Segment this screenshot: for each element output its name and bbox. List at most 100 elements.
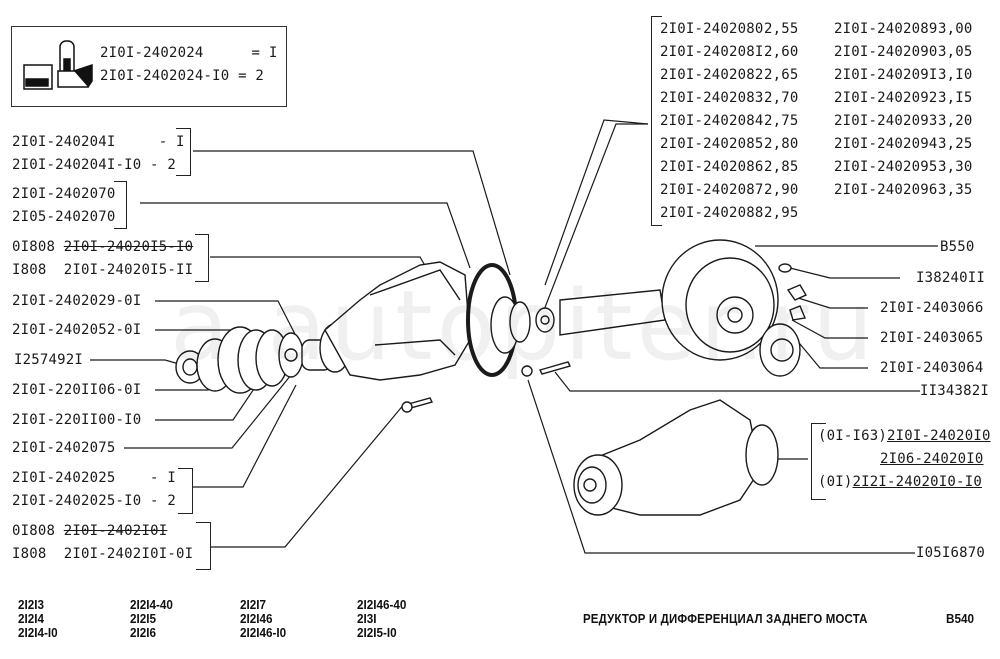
callout-bearing-cup-2[interactable]: 2I05-2402070 [12,209,116,225]
callout-assembly-2[interactable]: 2I06-24020I0 [880,448,984,470]
kit-qty: 2 [255,68,264,84]
assembly-part: 2I0I-24020I0 [887,428,991,444]
callout-housing-bolt-new[interactable]: I808 2I0I-2402I0I-0I [12,543,193,565]
callout-nut[interactable]: I257492I [14,352,84,368]
shim-thickness: 3,I0 [938,67,973,83]
leader-line [794,337,868,369]
callout-gear-housing-old[interactable]: 0I808 2I0I-24020I5-I0 [12,236,193,258]
shim-part-number[interactable]: 2I0I-2402095 [834,159,938,175]
shim-thickness: 3,35 [938,182,973,198]
kit-part: 2I0I-2402024-I0 [100,68,230,84]
shim-thickness: 3,25 [938,136,973,152]
sheet-number: B540 [946,611,974,626]
kit-part: 2I0I-2402024 [100,45,204,61]
model-code: 2I2I5-I0 [357,625,397,640]
callout-bearing-cup-1[interactable]: 2I0I-2402070 [12,186,116,202]
callout-cap-bolt[interactable]: II34382I [920,383,990,399]
variant-code: 0I808 [12,239,64,255]
callout-shim-set-2[interactable]: 2I0I-240204I-I0 - 2 [12,157,176,173]
current-part: 2I0I-24020I5-II [63,262,194,278]
bracket [178,468,193,514]
kit-line-1: 2I0I-2402024 = I [100,42,277,64]
model-code: 2I2I4-I0 [18,625,58,640]
callout-lock-plate-2[interactable]: 2I0I-2403065 [880,330,984,346]
shim-part-number[interactable]: 2I0I-2402089 [834,21,938,37]
shim-thickness: 3,05 [938,44,973,60]
shim-part-number[interactable]: 2I0I-2402085 [660,136,764,152]
callout-oil-seal[interactable]: 2I0I-2402052-0I [12,322,142,338]
callout-pinion-shim-2[interactable]: 2I0I-2402025-I0 - 2 [12,493,176,509]
leader-line [543,123,648,311]
callout-lock-plate[interactable]: 2I0I-2403066 [880,300,984,316]
leader-line [527,379,915,554]
callout-housing-bolt-old[interactable]: 0I808 2I0I-2402I0I [12,520,167,542]
shim-thickness: 3,00 [938,21,973,37]
callout-washer[interactable]: 2I0I-220II06-0I [12,382,142,398]
shim-thickness: 2,75 [764,113,799,129]
shim-part-number[interactable]: 2I0I-2402086 [660,159,764,175]
model-code: 2I2I4-40 [130,597,173,612]
leader-line [140,202,471,269]
bracket [114,181,127,229]
shim-thickness: 2,65 [764,67,799,83]
shim-thickness: 2,60 [764,44,799,60]
shim-part-number[interactable]: 2I0I-2402083 [660,90,764,106]
leader-line [794,296,868,309]
kit-qty: I [268,45,278,61]
shim-part-number[interactable]: 2I0I-240208I [660,44,764,60]
shim-thickness: 2,80 [764,136,799,152]
shim-thickness: 3,30 [938,159,973,175]
callout-bearing[interactable]: 2I0I-2402075 [12,440,116,456]
leader-line [789,267,900,279]
callout-collapsible-spacer[interactable]: 2I0I-2402029-0I [12,293,142,309]
callout-bolt-lock[interactable]: I38240II [916,270,986,286]
superseded-part: 2I0I-24020I5-I0 [63,239,194,255]
shim-part-number[interactable]: 2I0I-2402093 [834,113,938,129]
shim-thickness: 2,85 [764,159,799,175]
shim-thickness: 2,90 [764,182,799,198]
shim-part-number[interactable]: 2I0I-2402084 [660,113,764,129]
callout-gasket[interactable]: I05I6870 [916,545,986,561]
model-code: 2I2I7 [240,597,267,612]
shim-part-number[interactable]: 2I0I-2402082 [660,67,764,83]
callout-gear-housing-new[interactable]: I808 2I0I-24020I5-II [12,259,193,281]
callout-differential[interactable]: B550 [940,239,975,255]
leader-line [124,374,292,449]
model-code: 2I2I5 [130,611,157,626]
superseded-part: 2I0I-2402I0I [63,523,168,539]
model-code: 2I2I46-40 [357,597,407,612]
shim-thickness: 2,95 [764,205,799,221]
callout-adjusting-nut[interactable]: 2I0I-2403064 [880,360,984,376]
shim-part-number[interactable]: 2I0I-2402092 [834,90,938,106]
model-code: 2I3I [357,611,377,626]
callout-assembly-1[interactable]: (0I-I63)2I0I-24020I0 [818,425,991,447]
leader-line [193,150,511,276]
callout-shim-set-1[interactable]: 2I0I-240204I - I [12,134,185,150]
shim-part-number[interactable]: 2I0I-240209I [834,67,938,83]
shim-part-number[interactable]: 2I0I-2402090 [834,44,938,60]
shim-part-number[interactable]: 2I0I-2402087 [660,182,764,198]
leader-line [791,319,868,339]
model-code: 2I2I6 [130,625,157,640]
kit-line-2: 2I0I-2402024-I0 = 2 [100,65,264,87]
shim-part-number[interactable]: 2I0I-2402096 [834,182,938,198]
shim-thickness: 3,20 [938,113,973,129]
page-title: РЕДУКТОР И ДИФФЕРЕНЦИАЛ ЗАДНЕГО МОСТА [583,611,868,626]
shim-part-number[interactable]: 2I0I-2402094 [834,136,938,152]
leader-line [544,119,649,286]
kit-equals: = [251,45,261,61]
bracket [651,16,662,226]
callout-pinion-shim-1[interactable]: 2I0I-2402025 - I [12,470,176,486]
parts-kit-icon [23,40,93,90]
callout-flange[interactable]: 2I0I-220II00-I0 [12,412,142,428]
shim-thickness: 2,55 [764,21,799,37]
model-code: 2I2I4 [18,611,45,626]
shim-part-number[interactable]: 2I0I-2402080 [660,21,764,37]
shim-part-number[interactable]: 2I0I-2402088 [660,205,764,221]
leader-line [554,371,920,392]
bracket [196,522,211,570]
callout-assembly-3[interactable]: (0I)2I2I-24020I0-I0 [818,471,982,493]
leader-line [193,384,297,488]
assembly-part: 2I2I-24020I0-I0 [852,474,982,490]
